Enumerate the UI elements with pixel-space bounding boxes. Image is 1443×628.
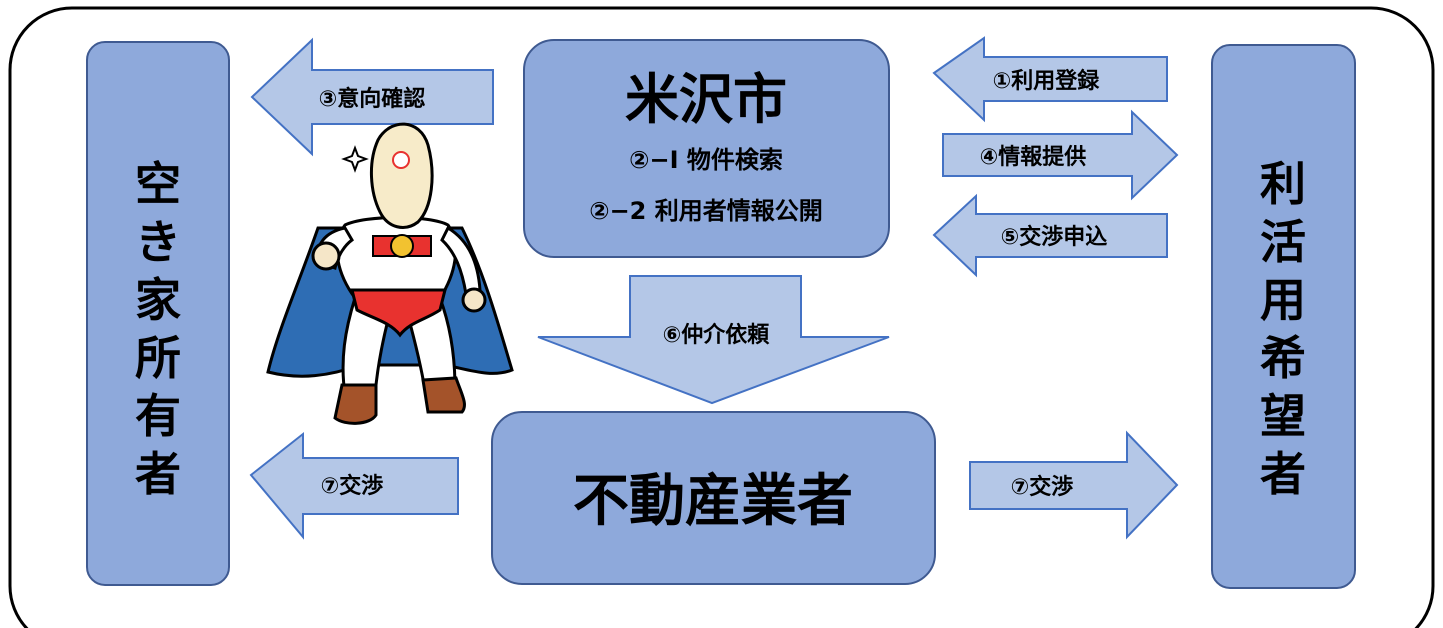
owner-label: 空き家所有者	[135, 157, 181, 501]
negotiation-owner-arrow: ⑦交渉	[249, 431, 459, 540]
intent-check-label: ③意向確認	[319, 86, 426, 112]
negotiation-user-arrow: ⑦交渉	[969, 430, 1179, 540]
forehead-mark	[392, 151, 410, 169]
agent-box: 不動産業者	[491, 411, 936, 585]
city-title: 米沢市	[625, 68, 787, 131]
superhero-rice-mascot-illustration	[266, 122, 514, 425]
negotiation-application-label: ⑤交渉申込	[1001, 224, 1108, 250]
info-provision-arrow: ④情報提供	[942, 109, 1179, 201]
shorts	[350, 288, 447, 338]
left-fist	[311, 241, 341, 271]
left-boot	[333, 383, 378, 425]
rice-grain-head	[369, 122, 434, 229]
torso	[335, 216, 458, 300]
outer-frame	[8, 6, 1435, 628]
city-line-2: ②−2 利用者情報公開	[589, 197, 822, 225]
negotiation-owner-label: ⑦交渉	[321, 473, 384, 499]
negotiation-user-label: ⑦交渉	[1011, 474, 1074, 500]
brokerage-request-label: ⑥仲介依頼	[663, 322, 771, 348]
city-line-1: ②−Ⅰ 物件検索	[629, 146, 783, 174]
info-provision-label: ④情報提供	[980, 144, 1087, 170]
usage-registration-label: ①利用登録	[993, 68, 1101, 94]
right-fist	[461, 287, 487, 313]
owner-box: 空き家所有者	[86, 41, 230, 586]
user-box: 利活用希望者	[1211, 44, 1356, 589]
intent-check-arrow: ③意向確認	[250, 37, 494, 157]
right-boot	[421, 376, 466, 414]
agent-label: 不動産業者	[573, 469, 853, 534]
usage-registration-arrow: ①利用登録	[932, 36, 1168, 123]
negotiation-application-arrow: ⑤交渉申込	[932, 193, 1168, 278]
sparkle-icon	[341, 145, 369, 173]
user-label: 利活用希望者	[1260, 157, 1306, 501]
emblem-badge	[390, 234, 414, 258]
city-box: 米沢市 ②−Ⅰ 物件検索 ②−2 利用者情報公開	[523, 39, 890, 258]
brokerage-request-arrow: ⑥仲介依頼	[537, 275, 890, 405]
